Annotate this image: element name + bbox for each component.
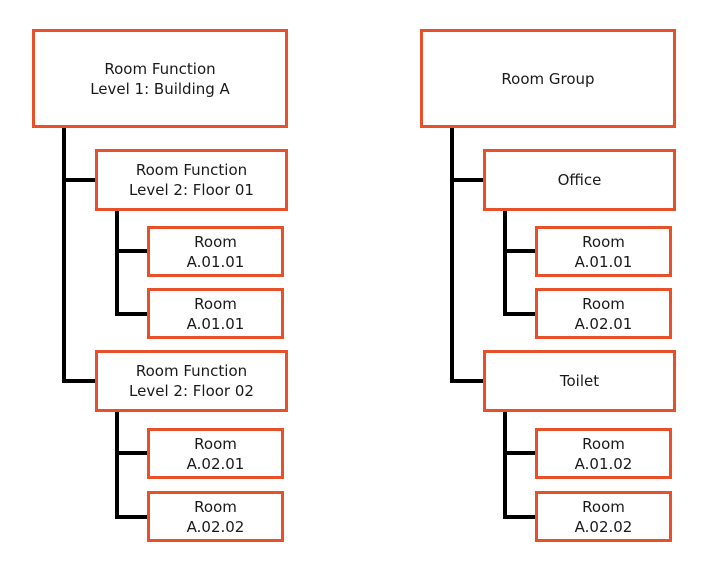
node-room-a0201-office[interactable]: Room A.02.01 bbox=[535, 288, 672, 339]
node-label-line2: A.02.02 bbox=[574, 517, 633, 536]
node-label-line1: Room bbox=[582, 434, 625, 453]
node-label-line2: A.01.01 bbox=[574, 252, 633, 271]
connector-root-trunk bbox=[62, 128, 66, 382]
node-label-line1: Room bbox=[582, 294, 625, 313]
connector-toilet-trunk bbox=[503, 412, 507, 519]
node-room-a0101-office[interactable]: Room A.01.01 bbox=[535, 226, 672, 277]
connector-office-arm-1 bbox=[503, 249, 537, 253]
connector-floor01-arm-2 bbox=[115, 312, 149, 316]
connector-floor02-trunk bbox=[115, 412, 119, 519]
node-room-function-level1[interactable]: Room Function Level 1: Building A bbox=[32, 29, 288, 128]
connector-floor01-trunk bbox=[115, 211, 119, 316]
node-label-line1: Room bbox=[582, 232, 625, 251]
node-room-a0202-floor02[interactable]: Room A.02.02 bbox=[147, 491, 284, 542]
node-label-line1: Room bbox=[194, 434, 237, 453]
room-function-tree: Room Function Level 1: Building A Room F… bbox=[0, 0, 340, 565]
node-label-line2: Level 2: Floor 02 bbox=[129, 382, 254, 400]
node-room-a0102-toilet[interactable]: Room A.01.02 bbox=[535, 428, 672, 479]
node-office[interactable]: Office bbox=[483, 149, 676, 211]
connector-floor02-arm-1 bbox=[115, 451, 149, 455]
connector-office-arm-2 bbox=[503, 312, 537, 316]
connector-root-arm-1 bbox=[450, 178, 485, 182]
node-label-line2: A.01.02 bbox=[574, 454, 633, 473]
node-label-line1: Room Function bbox=[104, 59, 216, 78]
connector-root-arm-2 bbox=[450, 379, 485, 383]
node-room-group[interactable]: Room Group bbox=[420, 29, 676, 128]
node-label-line2: A.01.01 bbox=[186, 314, 245, 333]
node-label-line1: Room bbox=[194, 294, 237, 313]
node-label-line1: Office bbox=[557, 171, 602, 189]
node-room-a0202-toilet[interactable]: Room A.02.02 bbox=[535, 491, 672, 542]
room-group-tree: Room Group Office Room A.01.01 Room A.02… bbox=[388, 0, 728, 565]
node-room-function-floor02[interactable]: Room Function Level 2: Floor 02 bbox=[95, 350, 288, 412]
node-label-line1: Room Group bbox=[501, 69, 595, 88]
connector-root-arm-2 bbox=[62, 379, 97, 383]
connector-root-arm-1 bbox=[62, 178, 97, 182]
node-label-line1: Room bbox=[194, 232, 237, 251]
node-label-line1: Room bbox=[582, 497, 625, 516]
node-room-a0101-floor01-b[interactable]: Room A.01.01 bbox=[147, 288, 284, 339]
node-toilet[interactable]: Toilet bbox=[483, 350, 676, 412]
node-label-line2: A.01.01 bbox=[186, 252, 245, 271]
connector-toilet-arm-1 bbox=[503, 451, 537, 455]
node-label-line1: Room Function bbox=[135, 161, 248, 179]
connector-office-trunk bbox=[503, 211, 507, 316]
connector-root-trunk bbox=[450, 128, 454, 382]
node-label-line2: Level 1: Building A bbox=[90, 79, 230, 98]
node-label-line1: Room Function bbox=[135, 362, 248, 380]
node-room-a0201-floor02[interactable]: Room A.02.01 bbox=[147, 428, 284, 479]
node-label-line1: Toilet bbox=[559, 372, 600, 390]
node-room-a0101-floor01-a[interactable]: Room A.01.01 bbox=[147, 226, 284, 277]
node-room-function-floor01[interactable]: Room Function Level 2: Floor 01 bbox=[95, 149, 288, 211]
node-label-line2: A.02.02 bbox=[186, 517, 245, 536]
connector-floor01-arm-1 bbox=[115, 249, 149, 253]
node-label-line2: A.02.01 bbox=[186, 454, 245, 473]
node-label-line1: Room bbox=[194, 497, 237, 516]
connector-toilet-arm-2 bbox=[503, 515, 537, 519]
node-label-line2: Level 2: Floor 01 bbox=[129, 181, 254, 199]
connector-floor02-arm-2 bbox=[115, 515, 149, 519]
node-label-line2: A.02.01 bbox=[574, 314, 633, 333]
